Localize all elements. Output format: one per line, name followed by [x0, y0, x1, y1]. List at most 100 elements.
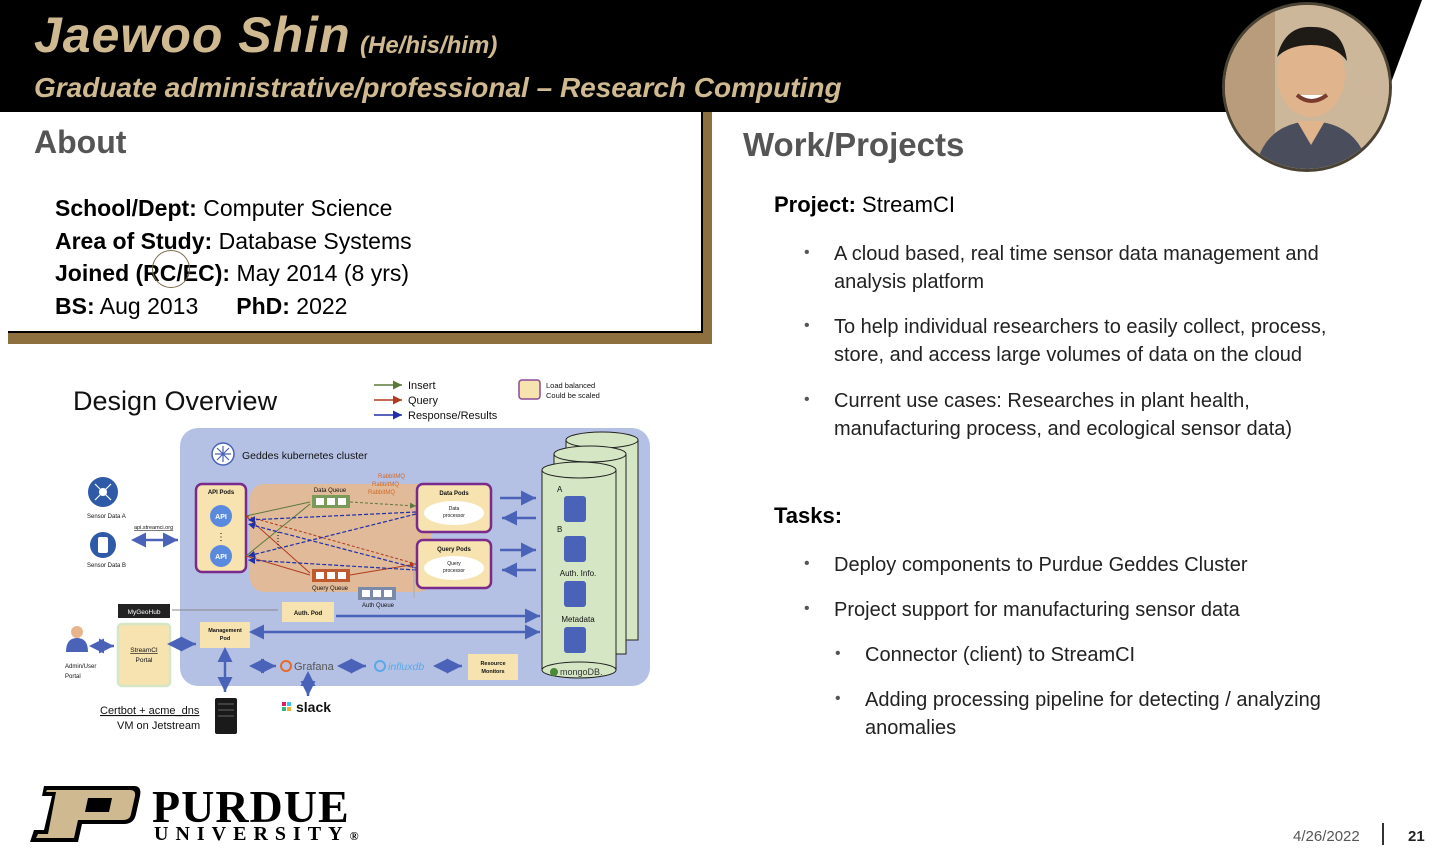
- svg-text:Management: Management: [208, 628, 242, 634]
- project-label: Project:: [774, 192, 856, 217]
- legend-load-balanced-label: Load balanced: [546, 381, 595, 390]
- design-overview-title: Design Overview: [73, 386, 278, 416]
- person-role: Graduate administrative/professional – R…: [34, 72, 842, 103]
- sensor-a-label: Sensor Data A: [87, 514, 126, 520]
- footer-divider: [1382, 823, 1384, 845]
- sub-bullet-dot: •: [835, 645, 841, 662]
- about-details: School/Dept: Computer Science Area of St…: [55, 192, 412, 322]
- bullet-dot: •: [804, 391, 810, 408]
- data-processor-cloud: [424, 501, 484, 525]
- project-bullet: To help individual researchers to easily…: [834, 316, 1327, 366]
- db-b-label: B: [557, 525, 562, 534]
- rabbitmq-label-2: RabbitMQ: [372, 482, 399, 488]
- grafana-label: Grafana: [294, 661, 335, 673]
- vm-label: VM on Jetstream: [117, 720, 200, 732]
- query-processor-cloud: [424, 556, 484, 580]
- slide-number: 21: [1408, 828, 1425, 845]
- school-value: Computer Science: [203, 195, 393, 221]
- auth-queue-label: Auth Queue: [362, 603, 395, 609]
- joined-row: Joined (RC/EC): May 2014 (8 yrs): [55, 257, 412, 290]
- svg-text:StreamCI: StreamCI: [130, 647, 158, 654]
- db-metadata-icon: [564, 627, 586, 653]
- university-wordmark: UNIVERSITY®: [154, 823, 359, 845]
- about-frame: [8, 112, 712, 344]
- db-auth-label: Auth. Info.: [560, 569, 596, 578]
- influxdb-label: influxdb: [388, 661, 424, 673]
- svg-text:Pod: Pod: [220, 636, 230, 642]
- db-metadata-label: Metadata: [561, 615, 595, 624]
- phd-label: PhD:: [236, 292, 290, 319]
- legend-scaled-label: Could be scaled: [546, 391, 600, 400]
- db-b-icon: [564, 536, 586, 562]
- bs-label: BS:: [55, 292, 95, 319]
- svg-text:Portal: Portal: [136, 657, 154, 664]
- admin-user-icon: [71, 626, 83, 638]
- bullet-dot: •: [804, 600, 810, 617]
- rabbitmq-label-1: RabbitMQ: [378, 474, 405, 480]
- legend-load-balanced-swatch: [518, 379, 541, 400]
- streamci-portal: [116, 622, 172, 688]
- grafana-icon: [280, 660, 292, 672]
- about-title: About: [34, 124, 127, 160]
- legend-response-label: Response/Results: [408, 410, 498, 422]
- queue-area: [250, 484, 432, 592]
- svg-text:Monitors: Monitors: [481, 669, 504, 675]
- slack-icon: [282, 702, 286, 706]
- svg-text:Resource: Resource: [480, 661, 505, 667]
- architecture-diagram: Insert Query Response/Results Load balan…: [65, 379, 650, 734]
- area-label: Area of Study:: [55, 227, 213, 254]
- sub-bullet-dot: •: [835, 690, 841, 707]
- joined-value: May 2014 (8 yrs): [236, 260, 410, 286]
- query-queue-label: Query Queue: [312, 586, 349, 592]
- query-pods-label: Query Pods: [437, 547, 471, 553]
- management-pod: [200, 622, 250, 648]
- task-bullet: Project support for manufacturing sensor…: [834, 599, 1240, 621]
- subtask-bullet: Connector (client) to StreamCI: [865, 644, 1136, 666]
- auth-pod: [282, 602, 334, 622]
- sensor-b-label: Sensor Data B: [87, 563, 126, 569]
- area-row: Area of Study: Database Systems: [55, 225, 412, 258]
- bullet-dot: •: [804, 555, 810, 572]
- project-bullet: A cloud based, real time sensor data man…: [834, 243, 1319, 293]
- svg-text:API: API: [215, 514, 227, 521]
- svg-text:⋮: ⋮: [216, 532, 226, 543]
- influxdb-icon: [374, 660, 386, 672]
- slack-label: slack: [296, 699, 331, 715]
- slide-date: 4/26/2022: [1293, 828, 1360, 845]
- person-name: Jaewoo Shin: [34, 7, 351, 63]
- svg-text:processor: processor: [443, 568, 465, 574]
- data-pods-label: Data Pods: [439, 491, 469, 497]
- school-label: School/Dept:: [55, 195, 197, 221]
- purdue-wordmark: PURDUE: [152, 781, 350, 832]
- project-line: Project: StreamCI: [774, 192, 955, 218]
- degrees-row: BS: Aug 2013 PhD: 2022: [55, 290, 412, 323]
- header-band: [0, 0, 1422, 112]
- project-value: StreamCI: [862, 192, 955, 217]
- admin-label-2: Portal: [65, 674, 81, 680]
- svg-text:processor: processor: [443, 513, 465, 519]
- tasks-title: Tasks:: [774, 503, 843, 528]
- certbot-label: Certbot + acme_dns: [100, 705, 200, 717]
- data-queue-label: Data Queue: [314, 488, 347, 494]
- db-a-label: A: [557, 485, 563, 494]
- cursor-highlight-circle: [152, 250, 190, 288]
- svg-text:Data: Data: [449, 506, 460, 512]
- pronouns: (He/his/him): [360, 32, 498, 59]
- rabbitmq-label-3: RabbitMQ: [368, 490, 395, 496]
- api-pods-label: API Pods: [208, 490, 235, 496]
- purdue-p-logo: [30, 786, 141, 842]
- bs-value: Aug 2013: [99, 292, 199, 319]
- api-pods-box: [194, 482, 248, 574]
- api-icon-2: [210, 545, 232, 567]
- school-row: School/Dept: Computer Science: [55, 192, 412, 225]
- db-a-icon: [564, 496, 586, 522]
- subtask-bullet: Adding processing pipeline for detecting…: [865, 689, 1321, 739]
- phd-value: 2022: [296, 292, 348, 319]
- cluster-label: Geddes kubernetes cluster: [242, 450, 368, 462]
- legend-insert-label: Insert: [408, 380, 436, 392]
- svg-text:MyGeoHub: MyGeoHub: [128, 609, 161, 616]
- area-value: Database Systems: [218, 227, 412, 254]
- work-projects-title: Work/Projects: [743, 126, 965, 163]
- mongodb-leaf-icon: [550, 668, 558, 676]
- bullet-dot: •: [804, 317, 810, 334]
